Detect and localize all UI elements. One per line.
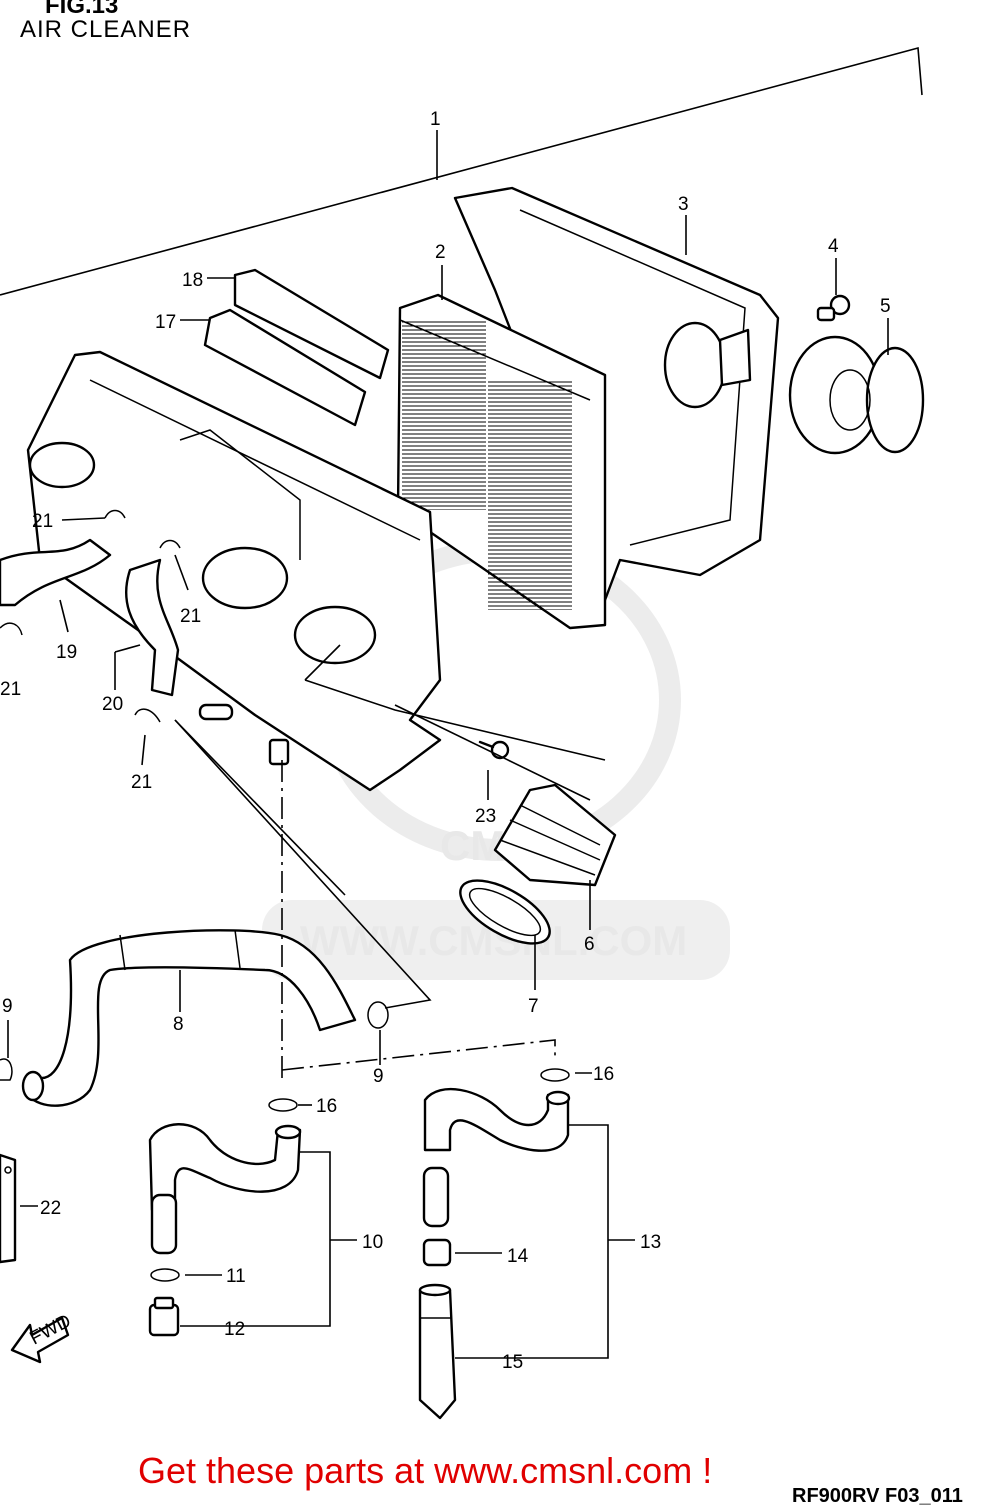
fwd-arrow-icon: FWD	[10, 1311, 75, 1364]
upper-case-housing	[26, 350, 442, 792]
part-4-bolt	[816, 294, 851, 322]
callout-15: 15	[502, 1352, 523, 1373]
clamp-9	[0, 1001, 389, 1081]
buy-parts-link[interactable]: Get these parts at www.cmsnl.com !	[138, 1450, 713, 1491]
part-7-band	[459, 879, 551, 945]
callout-19: 19	[56, 642, 77, 663]
part-13-drain-hose	[423, 1087, 571, 1152]
callout-21b: 21	[180, 606, 201, 627]
part-17-sponge	[203, 308, 367, 427]
callout-17: 17	[155, 312, 176, 333]
callout-4: 4	[828, 236, 839, 257]
part-5-rubber-joint	[788, 335, 925, 455]
part-3-lower-case	[453, 186, 780, 602]
callout-13: 13	[640, 1232, 661, 1253]
callout-5: 5	[880, 296, 891, 317]
figure-title: AIR CLEANER	[20, 16, 192, 43]
part-22-bracket	[0, 1153, 17, 1264]
part-6-intake-boot	[493, 783, 617, 887]
callout-10: 10	[362, 1232, 383, 1253]
part-2-filter-element	[396, 293, 607, 630]
callout-18: 18	[182, 270, 203, 291]
part-23-screw	[478, 740, 510, 760]
callout-20: 20	[102, 694, 123, 715]
callout-11: 11	[226, 1266, 246, 1287]
clamp-21	[0, 509, 181, 723]
assembly-bracket-1	[0, 46, 923, 296]
part-20-hose	[125, 558, 180, 697]
callout-9a: 9	[2, 996, 13, 1017]
callout-21d: 21	[131, 772, 152, 793]
callout-16b: 16	[316, 1096, 337, 1117]
clamp-16	[268, 1068, 570, 1112]
callout-21c: 21	[0, 679, 21, 700]
leader-lines	[7, 215, 889, 1359]
part-8-hose	[21, 929, 357, 1107]
callout-2: 2	[435, 242, 446, 263]
callout-22: 22	[40, 1198, 61, 1219]
drain-pipe	[150, 1166, 450, 1255]
callout-14: 14	[507, 1246, 529, 1267]
part-18-sponge	[233, 268, 390, 380]
callout-6: 6	[584, 934, 595, 955]
callout-16a: 16	[593, 1064, 614, 1085]
part-19-hose	[0, 538, 112, 607]
figure-number: FIG.13	[45, 0, 119, 19]
part-14-cap	[422, 1238, 452, 1267]
center-lines	[281, 760, 556, 1080]
callout-7: 7	[528, 996, 539, 1017]
part-15-drain-pipe	[418, 1283, 457, 1420]
callout-12: 12	[224, 1319, 245, 1340]
drawing-code: RF900RV F03_011	[792, 1485, 963, 1507]
callout-numbers: 1 2 3 4 5 6 7 8 9 9 10 11 12 13 14 15 16…	[0, 109, 891, 1373]
callout-9b: 9	[373, 1066, 384, 1087]
callout-1: 1	[430, 109, 441, 130]
callout-21a: 21	[32, 511, 53, 532]
part-11-clamp	[150, 1268, 180, 1282]
part-10-drain-hose	[148, 1123, 302, 1212]
callout-23: 23	[475, 806, 496, 827]
callout-3: 3	[678, 194, 689, 215]
callout-8: 8	[173, 1014, 184, 1035]
part-12-plug	[148, 1296, 180, 1337]
